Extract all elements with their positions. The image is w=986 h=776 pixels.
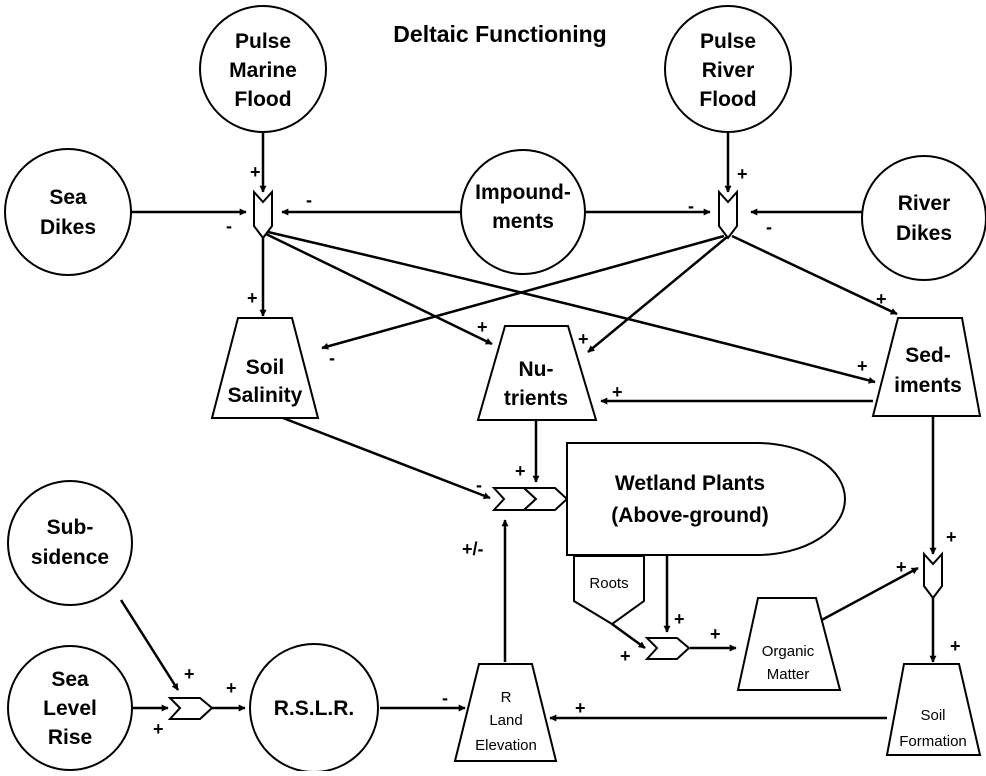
sign-sediments-to-soil: + [946,527,957,547]
svg-text:Sea: Sea [49,186,87,209]
sign-salinity-to-production: - [476,475,482,495]
edge-subsidence-to-rslr-junction [119,599,180,691]
edge-organic-matter-to-soil-junction [817,566,919,624]
node-pulse-river-flood: Pulse River Flood [664,5,792,133]
svg-text:Dikes: Dikes [896,222,952,245]
svg-text:Sub-: Sub- [47,516,94,539]
sign-sediments-to-nutrients: + [612,382,623,402]
node-soil-salinity: Soil Salinity [210,317,320,419]
edge-left-junction-to-nutrients [265,232,493,346]
svg-text:Pulse: Pulse [235,30,291,53]
svg-text:Nu-: Nu- [519,358,554,381]
node-organic-matter: Organic Matter [736,597,842,691]
svg-text:Salinity: Salinity [228,384,303,407]
svg-text:River: River [898,192,951,215]
svg-text:Sea: Sea [51,668,89,691]
svg-text:ments: ments [492,210,554,233]
svg-text:(Above-ground): (Above-ground) [611,504,768,527]
node-nutrients: Nu- trients [476,325,598,421]
svg-text:Impound-: Impound- [475,181,571,204]
svg-text:Soil: Soil [920,707,945,724]
junctions [167,189,943,720]
svg-text:Level: Level [43,697,97,720]
svg-text:trients: trients [504,387,568,410]
sign-left-to-salinity: + [247,288,258,308]
edge-soil-salinity-to-production [282,416,491,500]
node-soil-formation: Soil Formation [885,663,982,756]
svg-text:River: River [702,59,755,82]
node-roots: Roots [573,555,645,626]
edge-roots-to-organic-junction [611,622,646,650]
sign-plants-to-organic: + [674,609,685,629]
production-junction-2-icon [521,487,569,511]
edge-right-junction-to-nutrients [587,236,728,353]
sign-river-flood: + [737,164,748,184]
node-land-elevation: R Land Elevation [453,663,558,762]
sign-roots-to-organic: + [620,646,631,666]
svg-text:Wetland Plants: Wetland Plants [615,472,765,495]
sign-to-soil-formation: + [950,636,961,656]
sign-to-rslr: + [226,678,237,698]
edge-left-junction-to-sediments [267,230,876,384]
node-sea-dikes: Sea Dikes [4,148,132,276]
sign-right-to-nutrients: + [578,329,589,349]
svg-text:Pulse: Pulse [700,30,756,53]
sign-left-to-sediments: + [857,356,868,376]
node-rslr: R.S.L.R. [249,643,379,773]
edge-signs: + - - + - - + + + - + + + - + +/- + + + … [153,162,961,739]
diagram-title: Deltaic Functioning [393,21,606,47]
sign-impoundments-right: - [688,196,694,216]
svg-text:iments: iments [894,374,962,397]
node-pulse-marine-flood: Pulse Marine Flood [199,5,327,133]
right-junction-icon [718,189,738,240]
organic-junction-icon [644,637,691,660]
svg-text:Flood: Flood [234,88,291,111]
rslr-junction-icon [167,697,214,720]
svg-text:Land: Land [489,712,522,729]
sign-organic-to-soil: + [896,557,907,577]
svg-text:Sed-: Sed- [905,344,951,367]
svg-text:Organic: Organic [762,643,815,660]
node-river-dikes: River Dikes [861,155,986,281]
svg-text:R.S.L.R.: R.S.L.R. [274,697,355,720]
svg-text:Elevation: Elevation [475,737,537,754]
node-wetland-plants: Wetland Plants (Above-ground) [566,442,846,556]
sign-subsidence: + [184,664,195,684]
sign-rslr-to-elevation: - [442,688,448,708]
svg-text:Matter: Matter [767,666,810,683]
sign-sea-dikes: - [226,216,232,236]
node-sediments: Sed- iments [871,317,982,417]
sign-sea-level-rise: + [153,719,164,739]
svg-text:Rise: Rise [48,726,92,749]
sign-left-to-nutrients: + [477,317,488,337]
node-sea-level-rise: Sea Level Rise [7,645,133,771]
sign-right-to-salinity: - [329,348,335,368]
node-impoundments: Impound- ments [460,149,586,275]
sign-right-to-sediments: + [876,289,887,309]
edge-right-junction-to-sediments [731,234,898,316]
svg-text:Soil: Soil [246,356,285,379]
svg-text:Marine: Marine [229,59,297,82]
svg-text:Roots: Roots [589,575,628,592]
sign-elevation-to-production: +/- [462,539,484,559]
svg-text:Formation: Formation [899,733,967,750]
sign-to-organic-matter: + [710,624,721,644]
sign-river-dikes: - [766,217,772,237]
sign-soil-formation-to-elevation: + [575,698,586,718]
edge-right-junction-to-soil-salinity [321,234,725,350]
node-subsidence: Sub- sidence [7,480,133,606]
edges [119,132,937,722]
sign-nutrients-to-production: + [515,461,526,481]
svg-text:Flood: Flood [699,88,756,111]
svg-text:R: R [501,689,512,706]
soil-junction-icon [923,551,943,600]
left-junction-icon [253,189,273,240]
sign-impoundments-left: - [306,190,312,210]
svg-text:Dikes: Dikes [40,216,96,239]
svg-text:sidence: sidence [31,546,109,569]
sign-marine-flood: + [250,162,261,182]
